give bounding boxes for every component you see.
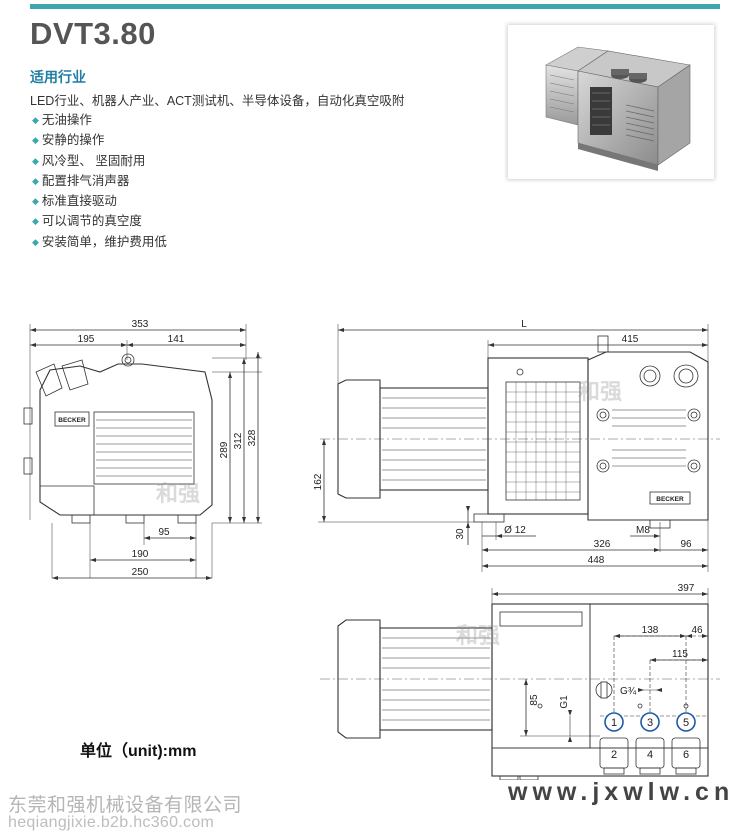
- side-view-drawing: 353 195 141 BECKER: [23, 319, 262, 580]
- feature-item: ◆安装简单，维护费用低: [32, 234, 167, 249]
- dim-353: 353: [132, 319, 149, 330]
- dim-250: 250: [132, 567, 149, 578]
- watermark: 和强: [456, 623, 501, 648]
- dim-30: 30: [455, 528, 466, 540]
- dim-46: 46: [691, 625, 703, 636]
- dim-95: 95: [158, 527, 170, 538]
- feature-item: ◆风冷型、 坚固耐用: [32, 153, 146, 168]
- dim-141: 141: [168, 334, 185, 345]
- port-label: 1: [611, 717, 617, 729]
- top-accent-rule: [30, 4, 720, 9]
- dim-289: 289: [219, 441, 230, 458]
- dim-85: 85: [529, 694, 540, 706]
- port-label: 2: [611, 749, 617, 761]
- brand-plate: BECKER: [58, 417, 86, 424]
- industry-heading: 适用行业: [30, 69, 86, 85]
- dim-190: 190: [132, 549, 149, 560]
- port-label: 6: [683, 749, 689, 761]
- diamond-bullet-icon: ◆: [32, 155, 39, 166]
- watermark: 和强: [578, 379, 623, 404]
- dim-L: L: [521, 319, 527, 330]
- diamond-bullet-icon: ◆: [32, 196, 39, 207]
- dim-M8: M8: [636, 525, 650, 536]
- feature-item: ◆标准直接驱动: [32, 194, 117, 209]
- top-view-drawing: 397 138 46: [320, 583, 720, 780]
- diamond-bullet-icon: ◆: [32, 135, 39, 146]
- model-title: DVT3.80: [30, 16, 156, 51]
- watermark: 和强: [156, 481, 201, 506]
- dim-328: 328: [247, 429, 258, 446]
- feature-item: ◆可以调节的真空度: [32, 214, 142, 229]
- port-label: 5: [683, 717, 689, 729]
- site-watermark: www.jxwlw.cn: [508, 778, 735, 806]
- dim-312: 312: [233, 432, 244, 449]
- dim-397: 397: [678, 583, 695, 594]
- dim-195: 195: [78, 334, 95, 345]
- front-view-drawing: L 415: [313, 319, 720, 572]
- technical-drawings: 353 195 141 BECKER: [23, 319, 720, 780]
- company-url: heqiangjixie.b2b.hc360.com: [8, 814, 215, 831]
- dim-162: 162: [313, 473, 324, 490]
- port-label: 3: [647, 717, 653, 729]
- diamond-bullet-icon: ◆: [32, 175, 39, 186]
- diamond-bullet-icon: ◆: [32, 216, 39, 227]
- unit-label: 单位（unit):mm: [80, 743, 197, 760]
- feature-list: ◆无油操作 ◆安静的操作 ◆风冷型、 坚固耐用 ◆配置排气消声器 ◆标准直接驱动…: [32, 110, 167, 252]
- diamond-bullet-icon: ◆: [32, 115, 39, 125]
- port-label: 4: [647, 749, 653, 761]
- dim-415: 415: [622, 334, 639, 345]
- dim-96: 96: [680, 539, 692, 550]
- brand-plate-front: BECKER: [656, 496, 684, 503]
- feature-item: ◆安静的操作: [32, 133, 105, 148]
- feature-item: ◆无油操作: [32, 113, 92, 127]
- industry-description: LED行业、机器人产业、ACT测试机、半导体设备，自动化真空吸附: [30, 94, 405, 108]
- product-photo: [508, 25, 714, 179]
- diamond-bullet-icon: ◆: [32, 236, 39, 247]
- feature-item: ◆配置排气消声器: [32, 173, 130, 188]
- thread-g34: G¾: [620, 686, 637, 697]
- company-name: 东莞和强机械设备有限公司: [8, 795, 243, 816]
- dim-326: 326: [594, 539, 611, 550]
- thread-g1: G1: [559, 695, 570, 709]
- dim-phi12: Ø 12: [504, 525, 526, 536]
- dim-448: 448: [588, 555, 605, 566]
- pump-photo-illustration: [545, 46, 691, 171]
- dim-115: 115: [672, 649, 688, 660]
- dim-138: 138: [642, 625, 659, 636]
